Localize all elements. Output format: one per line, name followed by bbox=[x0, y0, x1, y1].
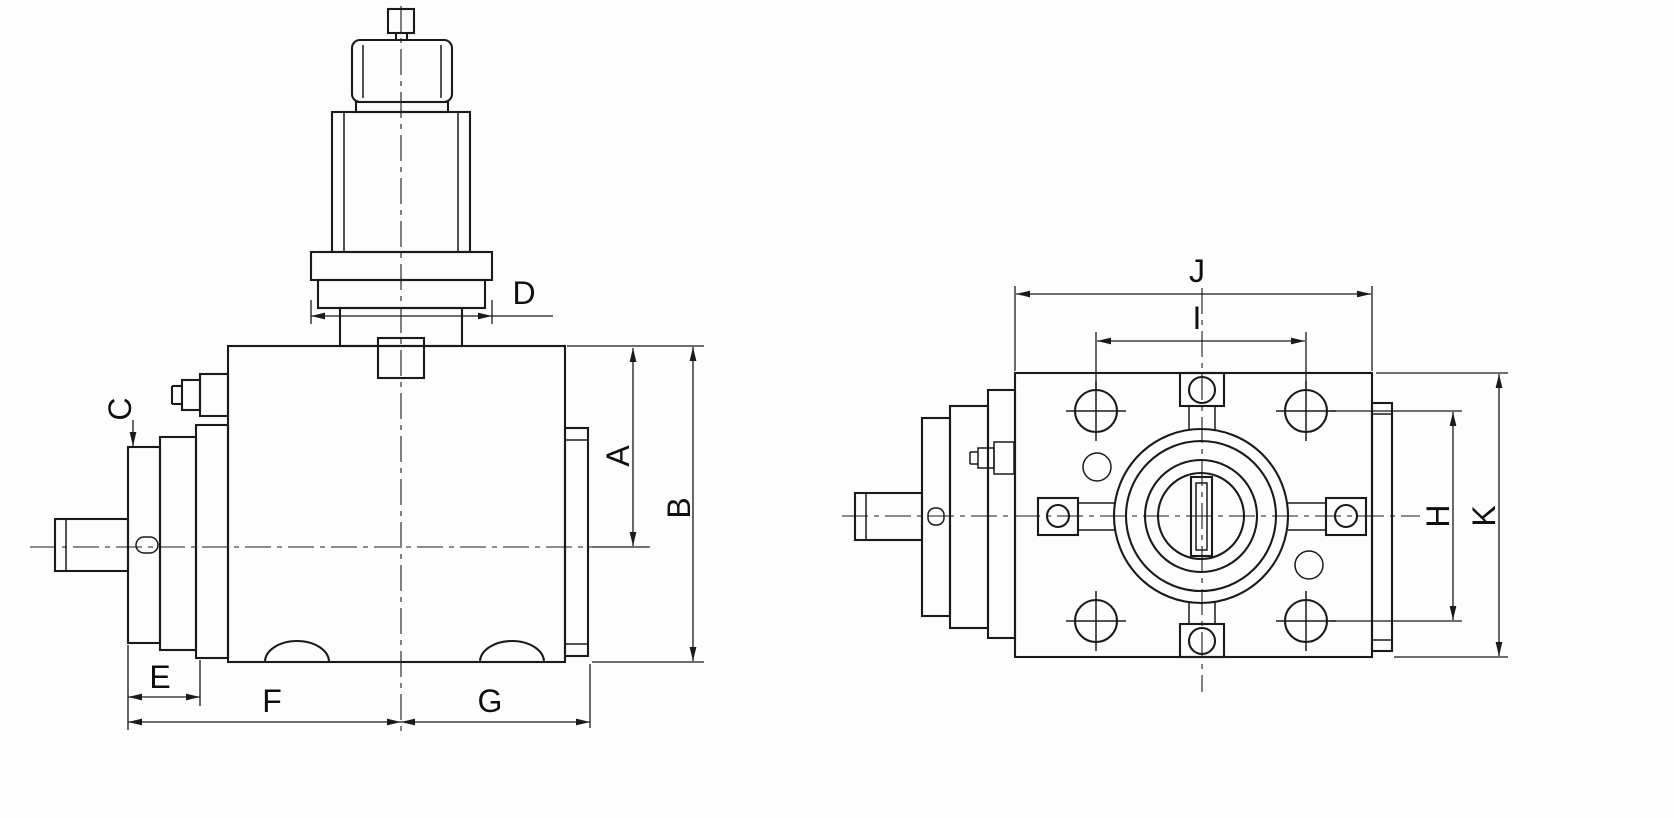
dim-label-i: I bbox=[1193, 300, 1202, 336]
dim-label-f: F bbox=[262, 683, 282, 719]
dim-label-c: C bbox=[102, 397, 138, 420]
dim-G bbox=[401, 664, 591, 728]
dim-label-j: J bbox=[1189, 253, 1205, 289]
gearbox-body bbox=[226, 344, 590, 664]
front-view-dimensions: J I H K bbox=[1014, 253, 1508, 658]
side-view: D A B C E F G bbox=[30, 6, 704, 733]
dim-label-d: D bbox=[512, 275, 535, 311]
dim-label-g: G bbox=[478, 683, 503, 719]
dim-label-a: A bbox=[600, 445, 636, 467]
clamp-tabs bbox=[1036, 371, 1368, 659]
spindle-assembly bbox=[309, 7, 494, 380]
grease-fitting bbox=[170, 372, 230, 418]
front-input-shaft bbox=[853, 388, 1017, 640]
dim-E bbox=[127, 645, 201, 730]
dim-H bbox=[1330, 410, 1462, 622]
dim-label-b: B bbox=[661, 497, 697, 518]
dim-D bbox=[310, 300, 553, 324]
side-view-dimensions: D A B C E F G bbox=[102, 275, 704, 730]
dim-label-k: K bbox=[1466, 505, 1502, 526]
spindle-nose bbox=[1112, 427, 1290, 605]
dim-I bbox=[1095, 332, 1307, 388]
input-shaft-assembly bbox=[53, 423, 230, 660]
dim-label-h: H bbox=[1420, 504, 1456, 527]
dim-B bbox=[592, 345, 704, 663]
dim-J bbox=[1014, 286, 1373, 371]
corner-bolts bbox=[1066, 381, 1336, 651]
dim-K bbox=[1376, 372, 1508, 658]
front-view: J I H K bbox=[842, 253, 1508, 692]
side-view-centerlines bbox=[30, 6, 650, 733]
dim-label-e: E bbox=[149, 659, 170, 695]
dim-A bbox=[567, 345, 649, 548]
